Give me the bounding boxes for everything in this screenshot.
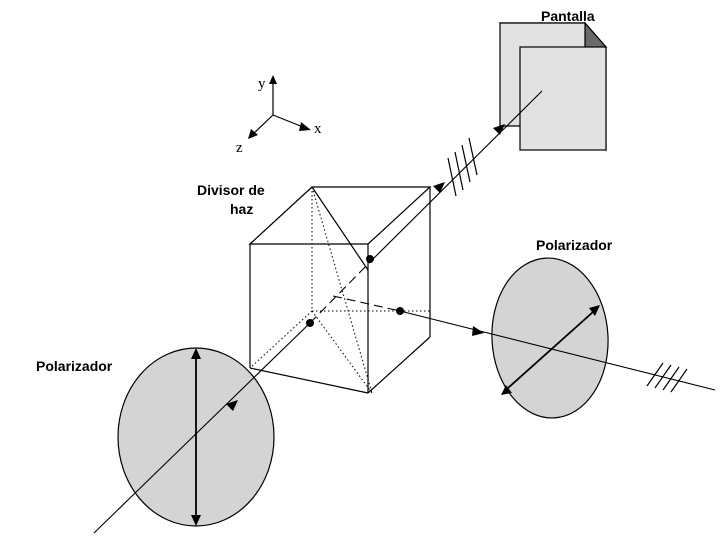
transmitted-beam-arrowhead [472, 326, 484, 336]
right-polarizer-label: Polarizador [536, 237, 613, 253]
beam-splitter-hidden-edges [249, 186, 430, 394]
right-axis-arrowhead-top [589, 305, 600, 316]
wavefronts-transmitted [646, 362, 688, 393]
beam-splitter-cube [248, 186, 432, 394]
incident-beam-arrowhead [226, 400, 238, 411]
left-polarizer [117, 347, 275, 527]
screen-label: Pantalla [541, 8, 595, 24]
splitter-diagonal [311, 186, 369, 271]
left-polarizer-label: Polarizador [36, 358, 113, 374]
beam-splitter-label-line2: haz [230, 201, 253, 217]
screen-beam-arrowhead-2 [493, 124, 505, 135]
x-axis-arrowhead [299, 122, 311, 131]
z-axis-label: z [236, 140, 243, 156]
wavefronts-to-screen [447, 137, 478, 197]
y-axis-label: y [258, 76, 266, 92]
y-axis-arrowhead [269, 75, 277, 84]
right-axis-arrowhead-bottom [501, 385, 512, 395]
right-polarizer-axis [507, 311, 594, 389]
right-polarizer-disk [491, 257, 609, 419]
screen-beam-arrowhead-1 [433, 182, 445, 193]
x-axis [272, 114, 304, 128]
axes [248, 75, 311, 139]
beam-point-1 [306, 319, 314, 327]
left-axis-arrowhead-bottom [191, 515, 201, 526]
reflected-beam-dashed [309, 261, 371, 324]
transmitted-beam-dashed [332, 295, 401, 312]
screen-front-panel [519, 46, 607, 151]
z-axis-arrowhead [248, 129, 258, 139]
cube-top-face [248, 186, 432, 245]
beam-point-3 [396, 307, 404, 315]
x-axis-label: x [314, 121, 322, 137]
beam-splitter-label-line1: Divisor de [197, 182, 265, 198]
screen [498, 21, 608, 152]
beam-point-2 [366, 255, 374, 263]
beam-to-screen [369, 90, 543, 263]
left-axis-arrowhead-top [191, 348, 201, 359]
z-axis [252, 114, 274, 135]
right-polarizer [491, 257, 609, 419]
incident-beam [93, 90, 543, 534]
